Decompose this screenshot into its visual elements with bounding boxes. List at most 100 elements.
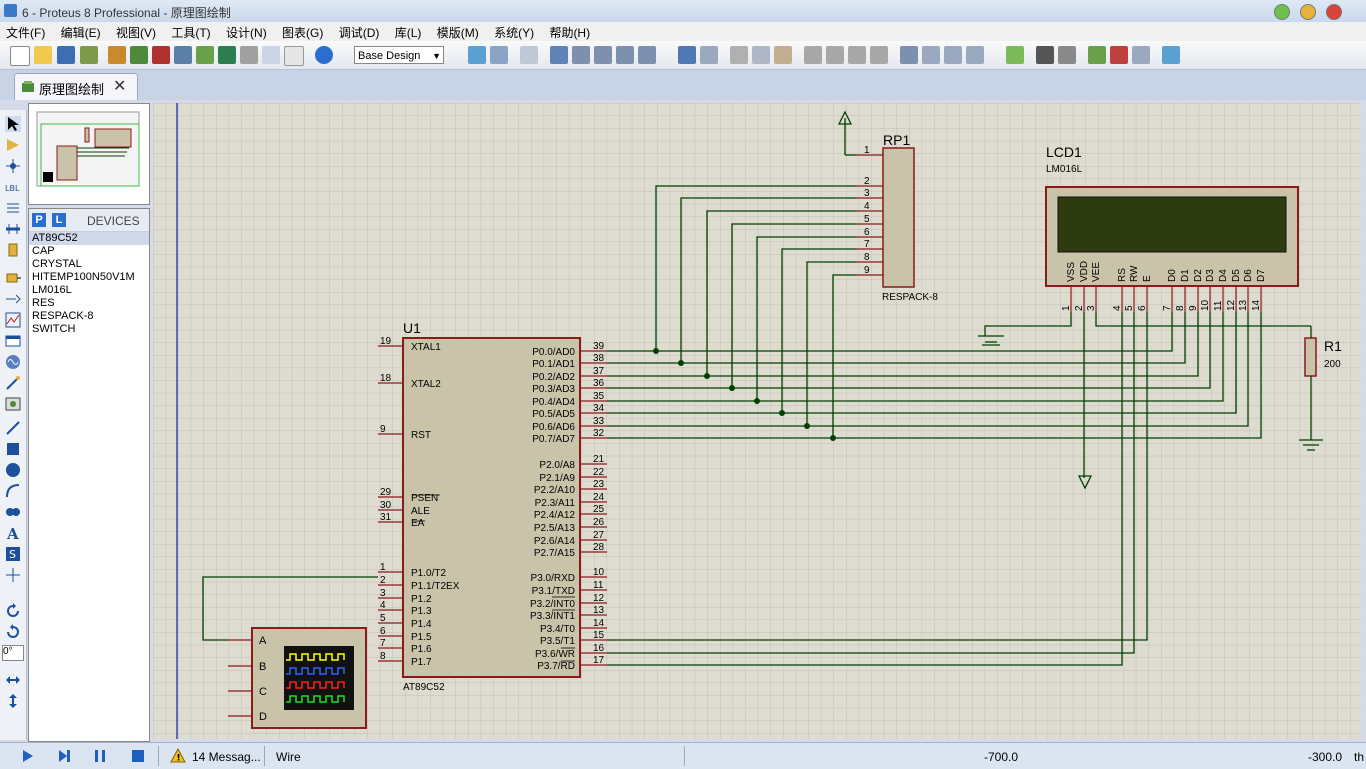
exit-to-parent-icon[interactable] bbox=[1132, 46, 1150, 64]
zoom-area-icon[interactable] bbox=[638, 46, 656, 64]
close-button[interactable] bbox=[1326, 4, 1342, 20]
mirror-x-icon[interactable] bbox=[5, 672, 21, 688]
menu-help[interactable]: 帮助(H) bbox=[549, 26, 591, 40]
refresh-icon[interactable] bbox=[468, 46, 486, 64]
2d-arc-icon[interactable] bbox=[5, 483, 21, 499]
list-item[interactable]: LM016L bbox=[32, 284, 72, 296]
buses-icon[interactable] bbox=[5, 221, 21, 237]
menu-edit[interactable]: 编辑(E) bbox=[60, 26, 101, 40]
virtual-instruments-icon[interactable] bbox=[5, 396, 21, 412]
remove-sheet-icon[interactable] bbox=[1110, 46, 1128, 64]
source-code-icon[interactable] bbox=[262, 46, 280, 64]
paste-icon[interactable] bbox=[774, 46, 792, 64]
component-mode-icon[interactable] bbox=[5, 137, 21, 153]
menu-system[interactable]: 系统(Y) bbox=[494, 26, 535, 40]
home-icon[interactable] bbox=[108, 46, 126, 64]
open-folder-icon[interactable] bbox=[34, 46, 52, 64]
zoom-all-icon[interactable] bbox=[616, 46, 634, 64]
decompose-icon[interactable] bbox=[966, 46, 984, 64]
rotate-anticlockwise-icon[interactable] bbox=[5, 624, 21, 640]
stop-icon[interactable] bbox=[130, 748, 146, 764]
menu-debug[interactable]: 调试(D) bbox=[338, 26, 380, 40]
minimize-button[interactable] bbox=[1274, 4, 1290, 20]
pcb-icon[interactable] bbox=[152, 46, 170, 64]
package-tool-icon[interactable] bbox=[944, 46, 962, 64]
pause-icon[interactable] bbox=[92, 748, 108, 764]
maximize-button[interactable] bbox=[1300, 4, 1316, 20]
gerber-icon[interactable] bbox=[196, 46, 214, 64]
probe-mode-icon[interactable] bbox=[5, 375, 21, 391]
zoom-out-icon[interactable] bbox=[594, 46, 612, 64]
block-rotate-icon[interactable] bbox=[848, 46, 866, 64]
block-move-icon[interactable] bbox=[826, 46, 844, 64]
tab-schematic-capture[interactable]: 原理图绘制 ✕ bbox=[14, 73, 138, 100]
electrical-rule-check-icon[interactable] bbox=[1162, 46, 1180, 64]
generator-mode-icon[interactable] bbox=[5, 354, 21, 370]
list-item[interactable]: RESPACK-8 bbox=[32, 310, 94, 322]
rotate-clockwise-icon[interactable] bbox=[5, 603, 21, 619]
2d-line-icon[interactable] bbox=[5, 420, 21, 436]
menu-file[interactable]: 文件(F) bbox=[6, 26, 46, 40]
design-explorer-icon[interactable] bbox=[240, 46, 258, 64]
menu-tools[interactable]: 工具(T) bbox=[171, 26, 211, 40]
schematic-icon[interactable] bbox=[130, 46, 148, 64]
design-variant-select[interactable]: Base Design ▼ bbox=[354, 46, 444, 64]
pick-devices-button[interactable]: P bbox=[32, 213, 46, 227]
grid-toggle-icon[interactable] bbox=[490, 46, 508, 64]
warning-icon[interactable]: ! bbox=[170, 748, 186, 764]
list-item[interactable]: SWITCH bbox=[32, 323, 76, 335]
wire-label-icon[interactable]: LBL bbox=[5, 179, 21, 195]
help-icon[interactable] bbox=[315, 46, 333, 64]
close-tab-icon[interactable]: ✕ bbox=[113, 78, 127, 95]
menu-template[interactable]: 模版(M) bbox=[436, 26, 479, 40]
make-device-icon[interactable] bbox=[922, 46, 940, 64]
block-delete-icon[interactable] bbox=[870, 46, 888, 64]
list-item[interactable]: CAP bbox=[32, 245, 55, 257]
selection-mode-icon[interactable] bbox=[5, 116, 21, 132]
2d-circle-icon[interactable] bbox=[5, 462, 21, 478]
device-pins-icon[interactable] bbox=[5, 291, 21, 307]
2d-box-icon[interactable] bbox=[5, 441, 21, 457]
pan-icon[interactable] bbox=[550, 46, 568, 64]
save-icon[interactable] bbox=[57, 46, 75, 64]
bom-icon[interactable] bbox=[218, 46, 236, 64]
copy-icon[interactable] bbox=[752, 46, 770, 64]
2d-text-icon[interactable]: A bbox=[5, 525, 21, 541]
list-item[interactable]: CRYSTAL bbox=[32, 258, 82, 270]
play-icon[interactable] bbox=[20, 748, 36, 764]
overview-window[interactable] bbox=[28, 103, 150, 205]
wire-autorouter-icon[interactable] bbox=[1006, 46, 1024, 64]
list-item[interactable]: HITEMP100N50V1M bbox=[32, 271, 135, 283]
list-item[interactable]: RES bbox=[32, 297, 55, 309]
notes-icon[interactable] bbox=[284, 46, 304, 66]
menu-view[interactable]: 视图(V) bbox=[116, 26, 157, 40]
lcd1-display[interactable]: LCD1 LM016L VSS1VDD2VEE3RS4RW5E6D07D18D2… bbox=[1045, 144, 1299, 312]
2d-path-icon[interactable] bbox=[5, 504, 21, 520]
redo-icon[interactable] bbox=[700, 46, 718, 64]
messages-count[interactable]: 14 Messag... bbox=[192, 750, 261, 764]
menu-graph[interactable]: 图表(G) bbox=[282, 26, 324, 40]
new-file-icon[interactable] bbox=[10, 46, 30, 66]
menu-library[interactable]: 库(L) bbox=[394, 26, 422, 40]
2d-markers-icon[interactable] bbox=[5, 567, 21, 583]
2d-symbol-icon[interactable]: S bbox=[5, 546, 21, 562]
u1-microcontroller[interactable]: U1 AT89C52 19XTAL118XTAL29RST29PSEN30ALE… bbox=[378, 320, 607, 693]
pick-device-icon[interactable] bbox=[900, 46, 918, 64]
origin-icon[interactable] bbox=[520, 46, 538, 64]
junction-dot-icon[interactable] bbox=[5, 158, 21, 174]
r1-resistor[interactable]: R1 200 bbox=[1299, 326, 1342, 451]
search-tag-icon[interactable] bbox=[1036, 46, 1054, 64]
block-copy-icon[interactable] bbox=[804, 46, 822, 64]
cut-icon[interactable] bbox=[730, 46, 748, 64]
subcircuit-icon[interactable] bbox=[5, 242, 21, 258]
library-manager-button[interactable]: L bbox=[52, 213, 66, 227]
menu-design[interactable]: 设计(N) bbox=[226, 26, 267, 40]
text-script-icon[interactable] bbox=[5, 200, 21, 216]
3d-view-icon[interactable] bbox=[174, 46, 192, 64]
graph-mode-icon[interactable] bbox=[5, 312, 21, 328]
import-icon[interactable] bbox=[80, 46, 98, 64]
list-item[interactable]: AT89C52 bbox=[29, 232, 149, 245]
